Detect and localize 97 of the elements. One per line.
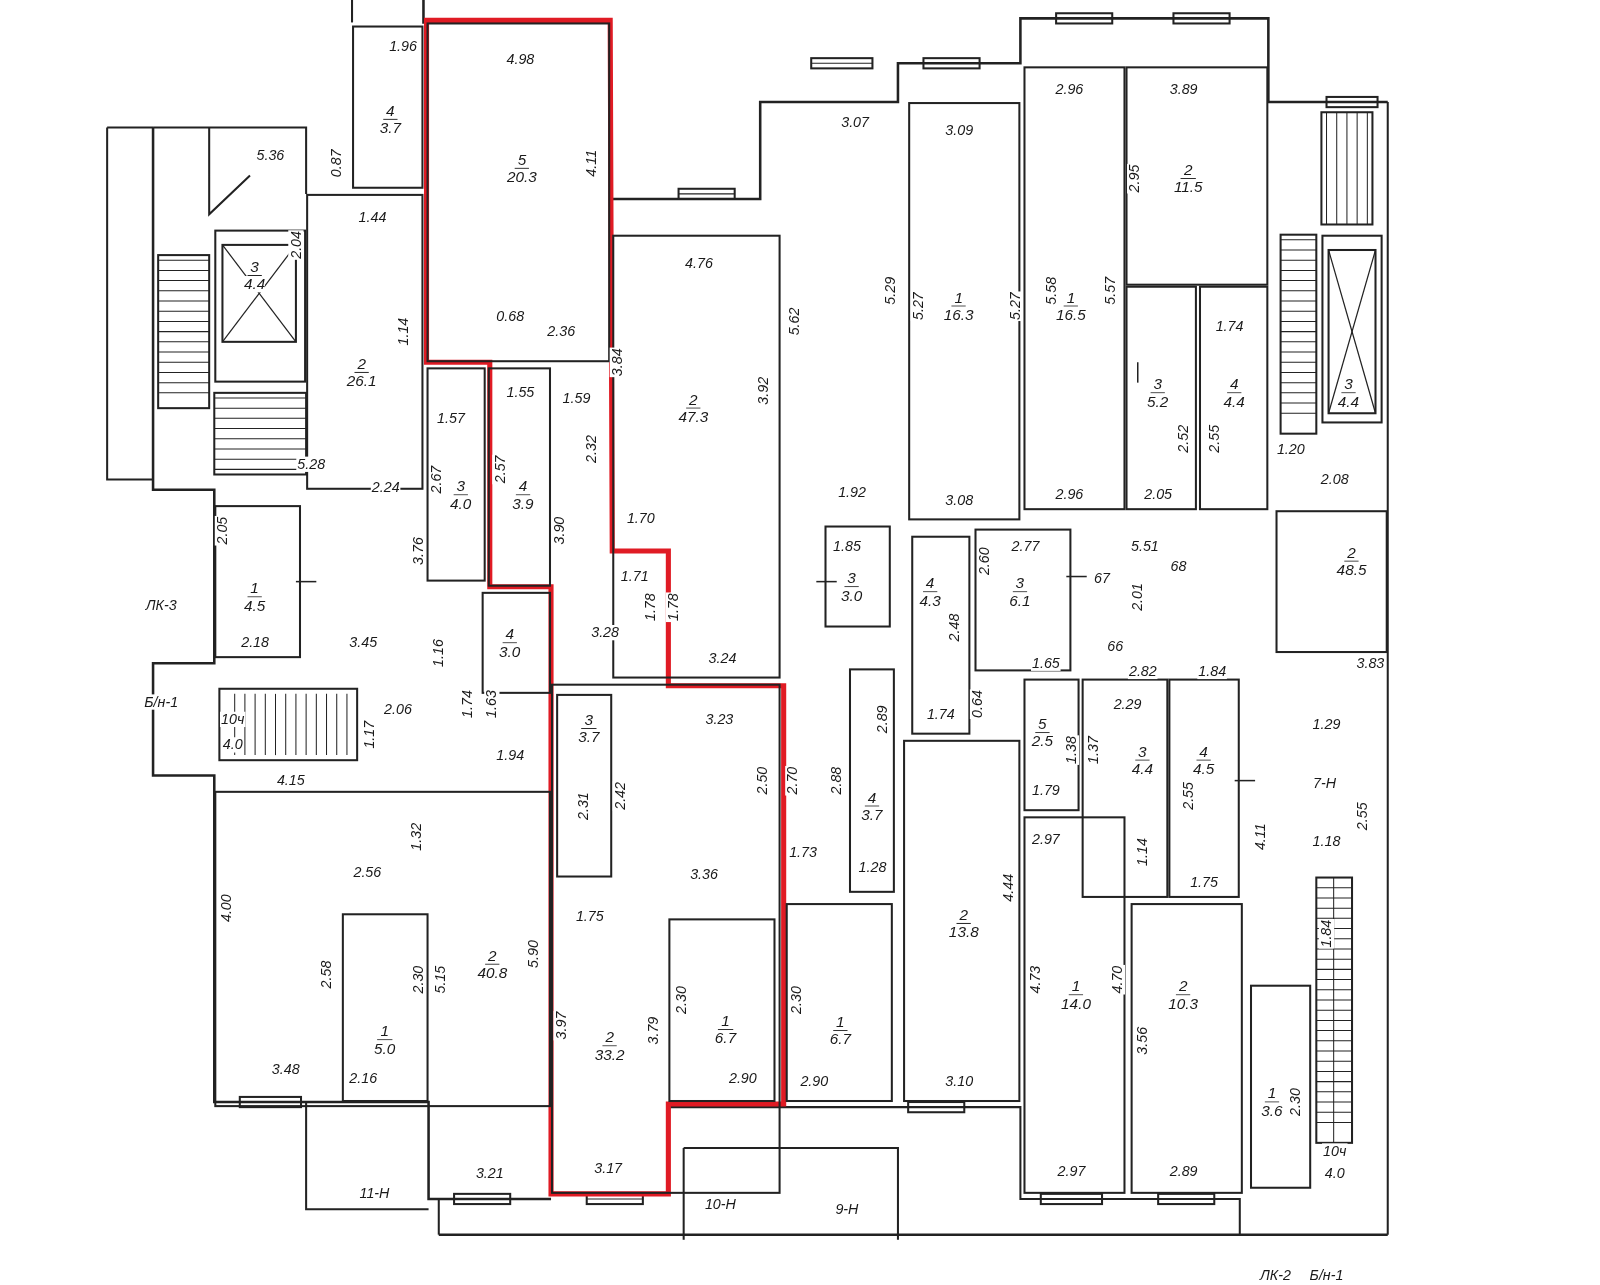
room-area: 13.8 [948, 923, 979, 940]
dimension-label: 5.57 [1102, 275, 1118, 306]
dimension-label: 2.77 [1010, 538, 1041, 554]
room-area: 3.7 [379, 119, 401, 136]
dimension-label: 1.14 [395, 316, 411, 347]
dimension-label: 2.30 [410, 964, 426, 995]
section-mark-label: ЛК-3 [144, 597, 178, 613]
room-area: 4.0 [450, 494, 472, 512]
dimension-label: 1.74 [459, 689, 475, 719]
room-area: 16.5 [1056, 306, 1086, 323]
room-area: 3.0 [499, 642, 521, 660]
dimension-label: 3.83 [1355, 655, 1386, 671]
dimension-label: 4.98 [505, 51, 536, 67]
dimension-label: 68 [1169, 558, 1188, 574]
dimension-label: 5.28 [296, 456, 327, 472]
dimension-label: 1.84 [1318, 918, 1335, 949]
room-area: 3.6 [1261, 1102, 1283, 1119]
dimension-label: 3.84 [609, 347, 625, 378]
room-area: 47.3 [678, 408, 709, 425]
room-outline [1275, 510, 1388, 654]
dimension-label: 3.08 [944, 492, 975, 508]
dimension-label: 5.58 [1043, 275, 1059, 306]
dimension-label: 3.28 [590, 625, 620, 641]
dimension-label: 2.55 [1206, 423, 1222, 454]
dimension-label: 1.63 [484, 689, 500, 719]
dimension-label: 2.04 [288, 229, 304, 260]
stair-label: 4.0 [221, 737, 244, 753]
room-area: 4.5 [1192, 760, 1215, 777]
room-area: 2.5 [1031, 732, 1053, 749]
dimension-label: 1.65 [1031, 655, 1061, 671]
room-area: 3.7 [861, 806, 883, 823]
dimension-label: 2.29 [1112, 696, 1143, 712]
dimension-label: 4.44 [1000, 872, 1016, 903]
dimension-label: 3.17 [593, 1160, 624, 1176]
room-area: 26.1 [346, 372, 377, 389]
dimension-label: 1.20 [1275, 441, 1306, 457]
dimension-label: 2.82 [1127, 663, 1158, 680]
room-area: 5.0 [374, 1040, 396, 1057]
room-area: 10.3 [1168, 994, 1199, 1012]
dimension-label: 3.90 [551, 515, 567, 546]
dimension-label: 1.32 [408, 821, 424, 852]
dimension-label: 3.79 [645, 1015, 661, 1046]
dimension-label: 3.92 [755, 375, 771, 406]
dimension-label: 2.30 [788, 985, 804, 1015]
dimension-label: 1.85 [832, 538, 862, 554]
room-area: 33.2 [594, 1045, 625, 1063]
dimension-label: 1.28 [857, 859, 888, 875]
room-area: 20.3 [507, 168, 537, 185]
dimension-label: 1.74 [925, 706, 956, 722]
room-area: 4.3 [919, 591, 941, 609]
room-area: 4.5 [243, 596, 266, 614]
room-outline [1321, 234, 1383, 424]
dimension-label: 66 [1106, 638, 1125, 654]
dimension-label: 1.78 [642, 592, 658, 623]
room-area: 4.4 [1337, 392, 1360, 410]
dimension-label: 5.27 [1007, 291, 1023, 322]
dimension-label: 1.70 [625, 510, 656, 526]
stair-label: 10ч [220, 711, 246, 728]
dimension-label: 1.94 [495, 747, 526, 763]
dimension-label: 2.48 [946, 612, 962, 643]
dimension-label: 1.84 [1197, 663, 1228, 680]
room-area: 40.8 [477, 964, 508, 981]
dimension-label: 1.38 [1063, 735, 1080, 765]
dimension-label: 1.59 [561, 390, 592, 406]
dimension-label: 2.50 [754, 765, 770, 796]
section-mark-label: 10-Н [703, 1196, 737, 1212]
section-mark-label: 9-Н [834, 1201, 860, 1217]
dimension-label: 4.70 [1109, 964, 1125, 995]
room-area: 5.2 [1147, 392, 1169, 410]
dimension-label: 1.75 [574, 908, 605, 924]
dimension-label: 1.73 [788, 844, 818, 860]
room-area: 4.4 [1131, 760, 1153, 777]
room-area: 3.0 [840, 586, 863, 604]
room-area: 4.4 [1223, 392, 1245, 410]
stair-label: 10ч [1322, 1143, 1348, 1159]
room-area: 6.1 [1009, 591, 1031, 609]
room-area: 16.3 [943, 306, 974, 323]
dimension-label: 1.44 [357, 209, 388, 225]
section-mark-label: Б/н-1 [143, 694, 180, 710]
room-area: 3.9 [512, 494, 534, 512]
dimension-label: 1.57 [436, 410, 466, 426]
dimension-label: 3.76 [410, 536, 426, 566]
dimension-label: 5.27 [910, 291, 926, 322]
dimension-label: 1.96 [388, 38, 418, 54]
room-area: 48.5 [1336, 561, 1367, 578]
dimension-label: 5.51 [1129, 538, 1160, 554]
dimension-label: 2.57 [492, 454, 508, 485]
dimension-label: 0.68 [495, 308, 526, 324]
dimension-label: 2.55 [1354, 801, 1370, 832]
room-area: 14.0 [1061, 994, 1091, 1012]
dimension-label: 5.36 [255, 147, 286, 163]
dimension-label: 3.97 [553, 1010, 569, 1041]
room-area: 4.4 [243, 275, 266, 292]
dimension-label: 3.24 [707, 650, 738, 666]
dimension-label: 4.76 [684, 255, 714, 271]
dimension-label: 2.06 [383, 701, 413, 717]
dimension-label: 4.11 [1252, 822, 1268, 852]
